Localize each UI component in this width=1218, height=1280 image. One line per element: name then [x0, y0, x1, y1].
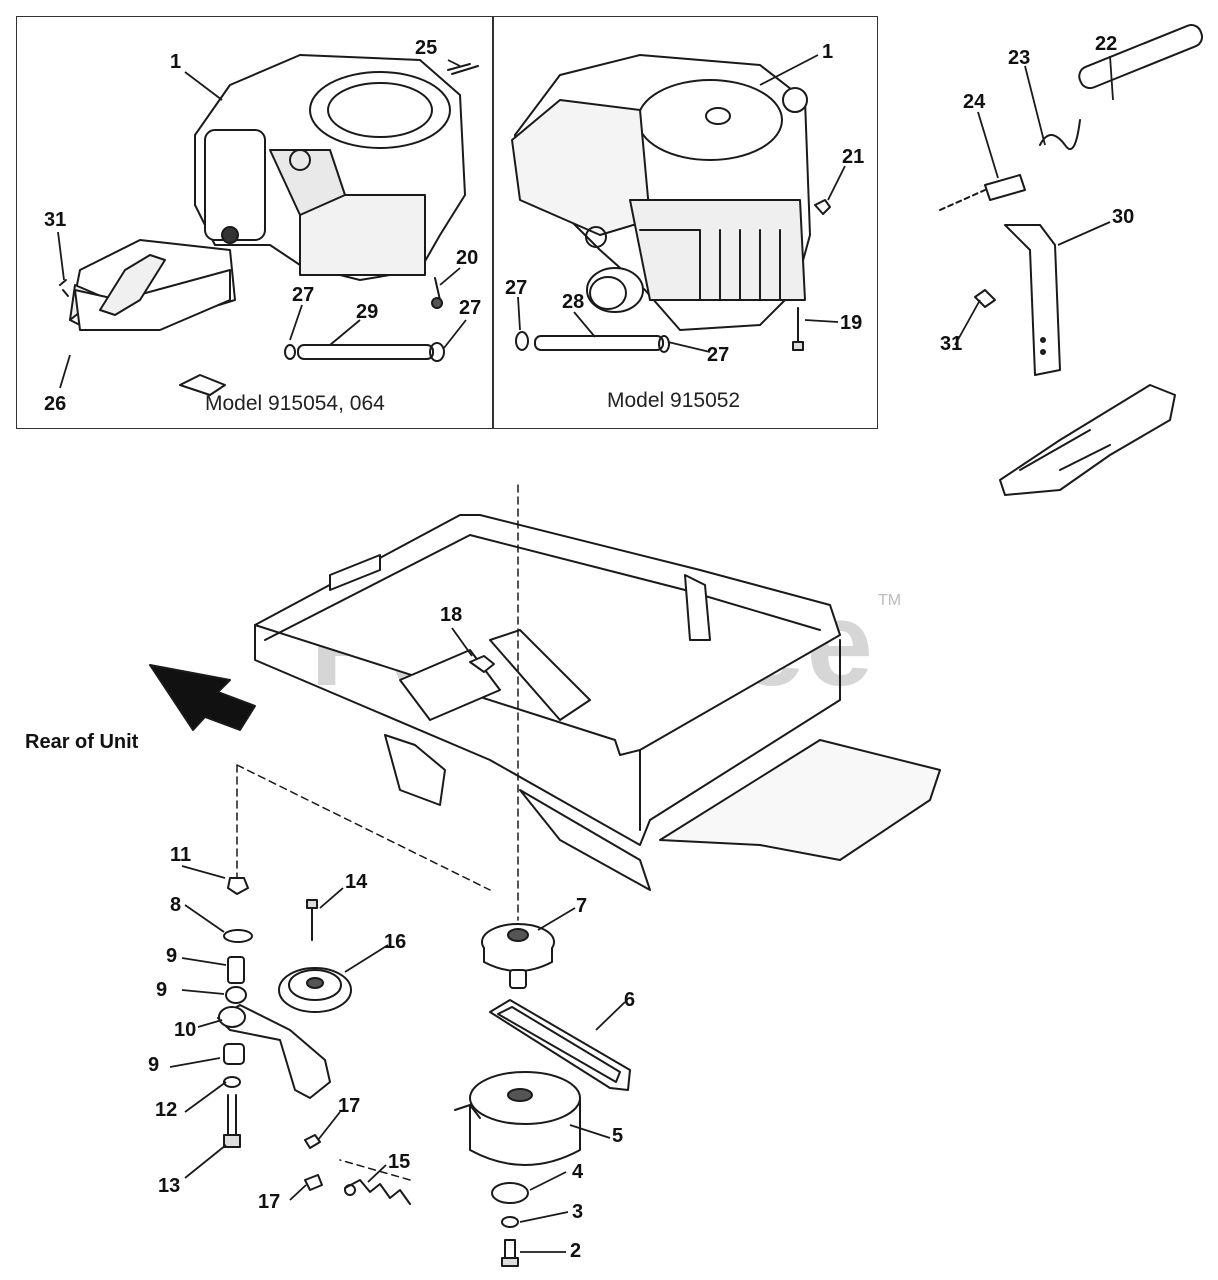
callout-25: 25 [415, 37, 438, 59]
callout-23: 23 [1008, 47, 1031, 69]
callout-29: 29 [356, 301, 379, 323]
callout-12: 12 [155, 1099, 178, 1121]
callout-1-left: 1 [170, 51, 182, 73]
callout-19: 19 [840, 312, 863, 334]
belt-6-drawing [489, 999, 631, 1091]
callout-16: 16 [384, 931, 407, 953]
screw-31a [59, 279, 69, 297]
callout-21: 21 [842, 146, 865, 168]
callout-31-right: 31 [940, 333, 963, 355]
throttle-cable-drawing [939, 24, 1204, 211]
callout-30: 30 [1112, 206, 1135, 228]
screw-25 [447, 63, 479, 75]
callout-27-d: 27 [707, 344, 730, 366]
washer-17a [304, 1134, 321, 1149]
callout-14: 14 [345, 871, 368, 893]
callout-9-a: 9 [166, 945, 178, 967]
callout-9-b: 9 [156, 979, 168, 1001]
callout-31-left: 31 [44, 209, 67, 231]
watermark-trademark: TM [878, 592, 902, 609]
idler-assembly-drawing [217, 877, 331, 1148]
callout-11: 11 [170, 844, 192, 866]
pipe-29-drawing [284, 342, 445, 362]
panel-engine-915052 [492, 16, 878, 429]
guide-lines [236, 484, 519, 1181]
engine-915054-drawing [194, 54, 466, 281]
callout-27-c: 27 [505, 277, 528, 299]
engine-915052-drawing [511, 54, 811, 331]
pulley-16-drawing [278, 967, 352, 1013]
washer-4-drawing [491, 1182, 529, 1204]
screw-20 [434, 277, 441, 301]
callout-2: 2 [570, 1240, 582, 1262]
callout-15: 15 [388, 1151, 411, 1173]
callout-20: 20 [456, 247, 479, 269]
callout-27-b: 27 [459, 297, 482, 319]
nut-18 [469, 655, 495, 673]
nut-21 [814, 199, 831, 215]
tractor-frame-drawing [254, 514, 941, 891]
muffler-drawing [69, 239, 236, 396]
callout-1-middle: 1 [822, 41, 834, 63]
rear-arrow-icon [149, 664, 256, 731]
callout-17-a: 17 [338, 1095, 361, 1117]
model-label-915054: Model 915054, 064 [205, 392, 385, 415]
callout-27-a: 27 [292, 284, 315, 306]
callout-22: 22 [1095, 33, 1118, 55]
callout-18: 18 [440, 604, 463, 626]
pipe-28-drawing [534, 335, 664, 351]
frame-rail-small-drawing [999, 384, 1176, 496]
bolt-2-drawing [501, 1239, 519, 1267]
callout-7: 7 [576, 895, 588, 917]
callout-24: 24 [963, 91, 986, 113]
callout-28: 28 [562, 291, 585, 313]
washer-17b [304, 1174, 323, 1191]
callout-8: 8 [170, 894, 182, 916]
callout-4: 4 [572, 1161, 584, 1183]
callout-9-c: 9 [148, 1054, 160, 1076]
rear-of-unit-label: Rear of Unit [25, 731, 139, 753]
panel-engine-915054 [16, 16, 494, 429]
callout-13: 13 [158, 1175, 181, 1197]
washer-3-drawing [501, 1216, 519, 1228]
spring-15-drawing [344, 1179, 411, 1205]
leader-lines [57, 54, 1114, 1253]
clutch-5-drawing [454, 1071, 581, 1166]
callout-10: 10 [174, 1019, 197, 1041]
callout-26: 26 [44, 393, 67, 415]
callout-17-b: 17 [258, 1191, 281, 1213]
pulley-7-drawing [481, 923, 555, 989]
callout-5: 5 [612, 1125, 624, 1147]
model-label-915052: Model 915052 [607, 389, 741, 412]
callout-3: 3 [572, 1201, 584, 1223]
bracket-30-drawing [974, 224, 1061, 376]
callout-6: 6 [624, 989, 636, 1011]
